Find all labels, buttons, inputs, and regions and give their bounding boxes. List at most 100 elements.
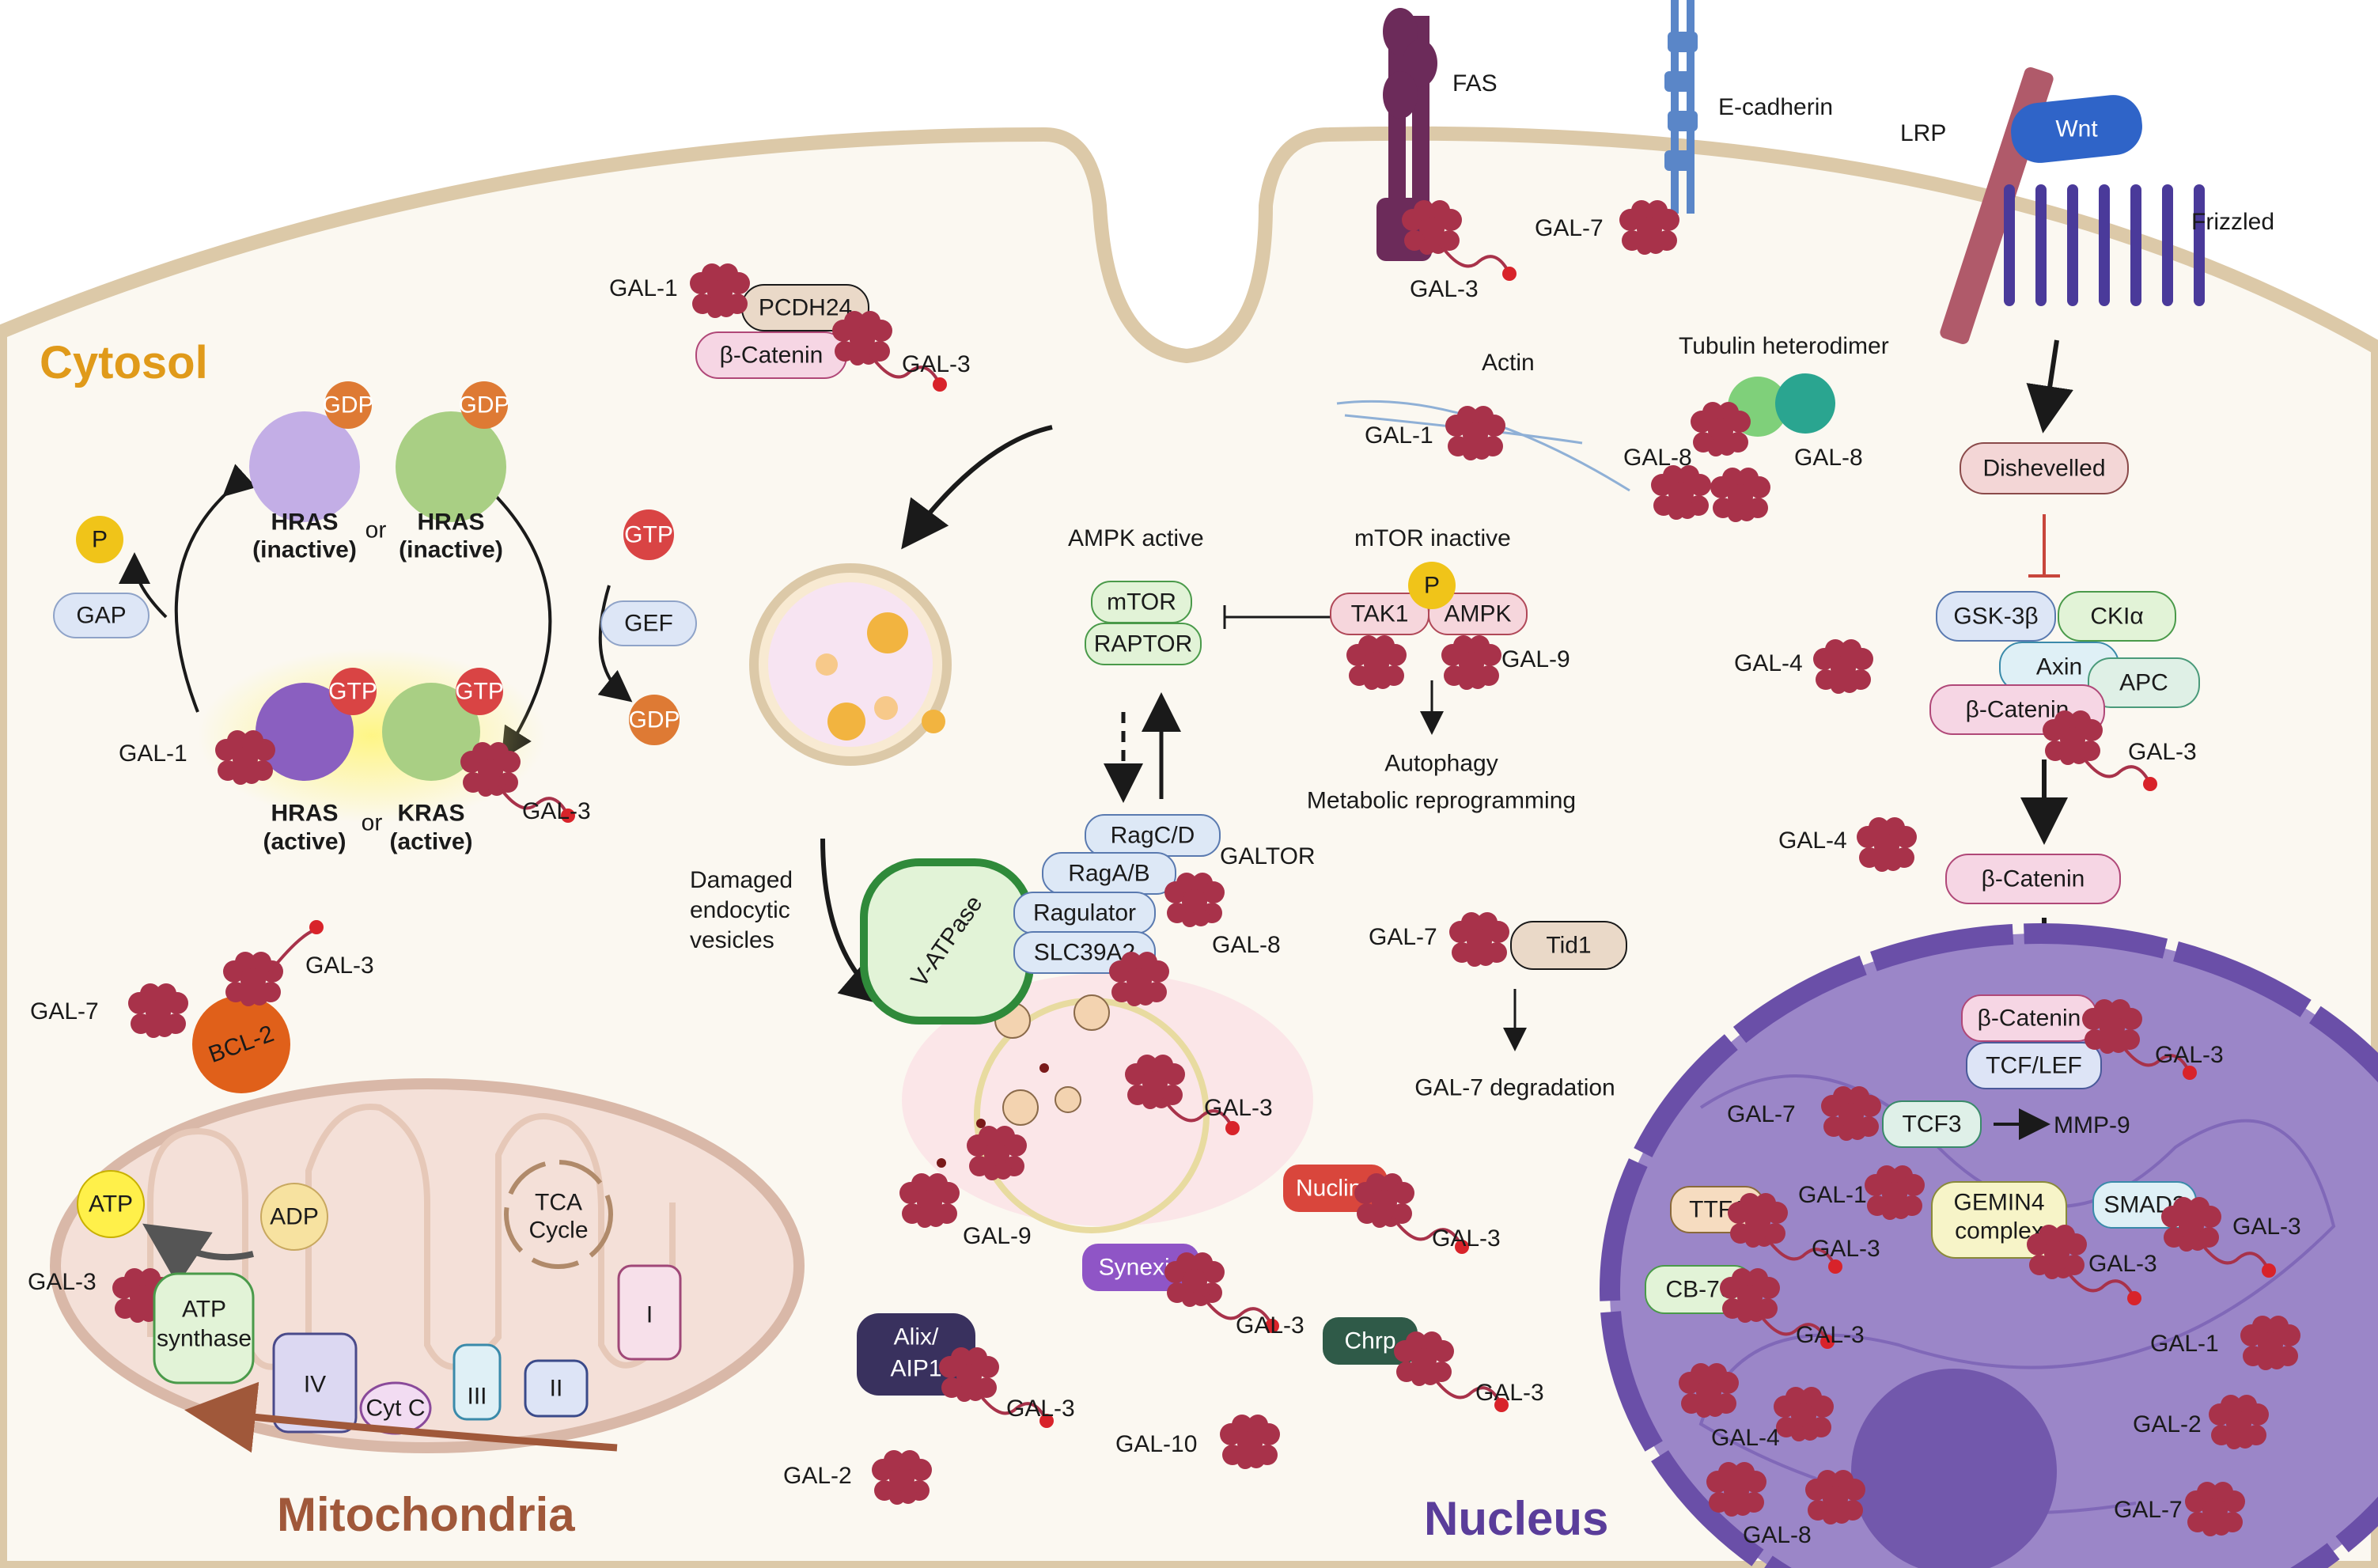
tid1-label: Tid1 <box>1546 933 1591 959</box>
ecadherin-label: E-cadherin <box>1718 94 1833 120</box>
atp-synthase-label-2: synthase <box>157 1326 252 1352</box>
gal3-lys-label: GAL-3 <box>1204 1095 1273 1121</box>
ragab-label: RagA/B <box>1068 861 1149 887</box>
gdp-label-2: GDP <box>458 392 509 419</box>
gtp-label: GTP <box>624 522 673 548</box>
gef-label: GEF <box>624 611 673 637</box>
gal4a-label: GAL-4 <box>1734 650 1803 676</box>
gal3-atp-label: GAL-3 <box>28 1269 97 1295</box>
membrane-receptors: FAS GAL-3 E-cadherin GAL-7 LRP Wnt Frizz… <box>1376 0 2274 344</box>
bcat-label-1: β-Catenin <box>720 343 824 369</box>
cyt-c-label: Cyt C <box>366 1396 426 1422</box>
tca-label-1: TCA <box>535 1190 582 1216</box>
gtp-label-3: GTP <box>455 679 504 705</box>
gal8a-label: GAL-8 <box>1623 445 1692 471</box>
tubulin-beta <box>1775 373 1835 434</box>
complex-iv-label: IV <box>304 1372 326 1398</box>
ragulator-label: Ragulator <box>1033 900 1136 926</box>
gal3-fas-label: GAL-3 <box>1410 276 1479 302</box>
gal7b-label: GAL-7 <box>2114 1497 2183 1523</box>
chrp-label: Chrp <box>1344 1328 1395 1354</box>
gal1-pcdh-label: GAL-1 <box>609 275 678 301</box>
hras-inactive-state-2: (inactive) <box>399 537 503 563</box>
endocytic-vesicle <box>749 563 952 766</box>
complex-iv <box>272 1332 358 1434</box>
gal4-nuc-label: GAL-4 <box>1711 1425 1780 1451</box>
hras-inactive-state: (inactive) <box>252 537 357 563</box>
tca-cycle <box>504 1160 613 1269</box>
axin-label: Axin <box>2036 654 2082 680</box>
gemin-label-1: GEMIN4 <box>1953 1190 2044 1216</box>
hras-active-name: HRAS <box>271 801 338 827</box>
gdp-badge <box>324 381 372 429</box>
apc-pill <box>2088 657 2200 708</box>
mtor-label: mTOR <box>1107 589 1176 615</box>
ras-cycle: GDP GDP HRAS (inactive) or HRAS (inactiv… <box>53 381 697 855</box>
mtor-inactive-label: mTOR inactive <box>1354 525 1511 551</box>
complex-ii <box>524 1359 589 1418</box>
gtp-badge-3 <box>456 668 503 715</box>
electron-flow-arrow <box>184 1381 618 1453</box>
tcf3-label: TCF3 <box>1903 1112 1962 1138</box>
complex-i-label: I <box>646 1302 653 1328</box>
gal9-ampk-label: GAL-9 <box>1501 646 1570 672</box>
p-label: P <box>92 527 108 553</box>
gsk-label: GSK-3β <box>1953 604 2038 630</box>
tcf-label: TCF/LEF <box>1986 1053 2082 1079</box>
gdp-label-3: GDP <box>628 707 680 733</box>
gal3-alix-label: GAL-3 <box>1006 1396 1075 1422</box>
ampk-pill <box>1428 593 1528 635</box>
bcl2-tail-dot <box>309 920 324 934</box>
gal1-ras-label: GAL-1 <box>119 740 187 767</box>
ampk-active-label: AMPK active <box>1068 525 1204 551</box>
galtor-label: GALTOR <box>1220 843 1316 869</box>
dishevelled-label: Dishevelled <box>1982 456 2105 482</box>
ragcd-label: RagC/D <box>1111 823 1195 849</box>
complex-iii <box>453 1343 502 1421</box>
tid1-pill <box>1510 921 1627 970</box>
complex-i <box>617 1264 682 1361</box>
gtp-label-2: GTP <box>328 679 377 705</box>
gal1-nuc-label: GAL-1 <box>1798 1182 1867 1208</box>
autophagy-label: Autophagy <box>1384 751 1498 777</box>
damaged-label-1: Damaged <box>690 867 793 893</box>
kras-active-name: KRAS <box>397 801 464 827</box>
frizzled-arrow <box>2026 339 2073 434</box>
cki-label: CKIα <box>2090 604 2143 630</box>
frizzled-label: Frizzled <box>2191 209 2274 235</box>
alix-label-2: AIP1 <box>890 1356 941 1382</box>
mitochondrion <box>50 1078 805 1453</box>
alix-label-1: Alix/ <box>894 1324 939 1350</box>
dishevelled-pill <box>1960 442 2129 494</box>
gef-pill <box>600 600 697 646</box>
tcf3-pill <box>1882 1100 1982 1148</box>
tak1-label: TAK1 <box>1351 601 1409 627</box>
gal3-cb-label: GAL-3 <box>1796 1322 1865 1348</box>
atp-synthase-label-1: ATP <box>182 1297 226 1323</box>
gal3-tcf-label: GAL-3 <box>2155 1042 2224 1068</box>
atp-label: ATP <box>89 1191 133 1218</box>
gal2-label: GAL-2 <box>783 1463 852 1489</box>
frizzled-receptor <box>2004 184 2205 306</box>
adp-label: ADP <box>270 1204 319 1230</box>
gal8-nuc-label: GAL-8 <box>1743 1522 1812 1548</box>
gal9-lys-label: GAL-9 <box>963 1223 1032 1249</box>
raptor-label: RAPTOR <box>1094 631 1192 657</box>
gal7-ecad-label: GAL-7 <box>1535 215 1604 241</box>
bcat-label-2: β-Catenin <box>1966 697 2069 723</box>
gal2-nuc-label: GAL-2 <box>2133 1411 2202 1437</box>
hras-active-state: (active) <box>263 829 346 855</box>
wnt-label: Wnt <box>2055 116 2098 142</box>
gal8b-label: GAL-8 <box>1794 445 1863 471</box>
cki-pill <box>2058 591 2176 642</box>
gap-label: GAP <box>76 603 126 629</box>
gdp-badge-3 <box>629 695 680 745</box>
dishevelled-inhibit <box>2028 514 2060 578</box>
damaged-label-2: endocytic <box>690 897 790 923</box>
gal1b-label: GAL-1 <box>2150 1331 2219 1357</box>
gal3-bcl-label: GAL-3 <box>305 953 374 979</box>
adp-atp-arrow <box>142 1223 254 1286</box>
damaged-label-3: vesicles <box>690 927 774 953</box>
chrp-pill <box>1323 1317 1418 1365</box>
